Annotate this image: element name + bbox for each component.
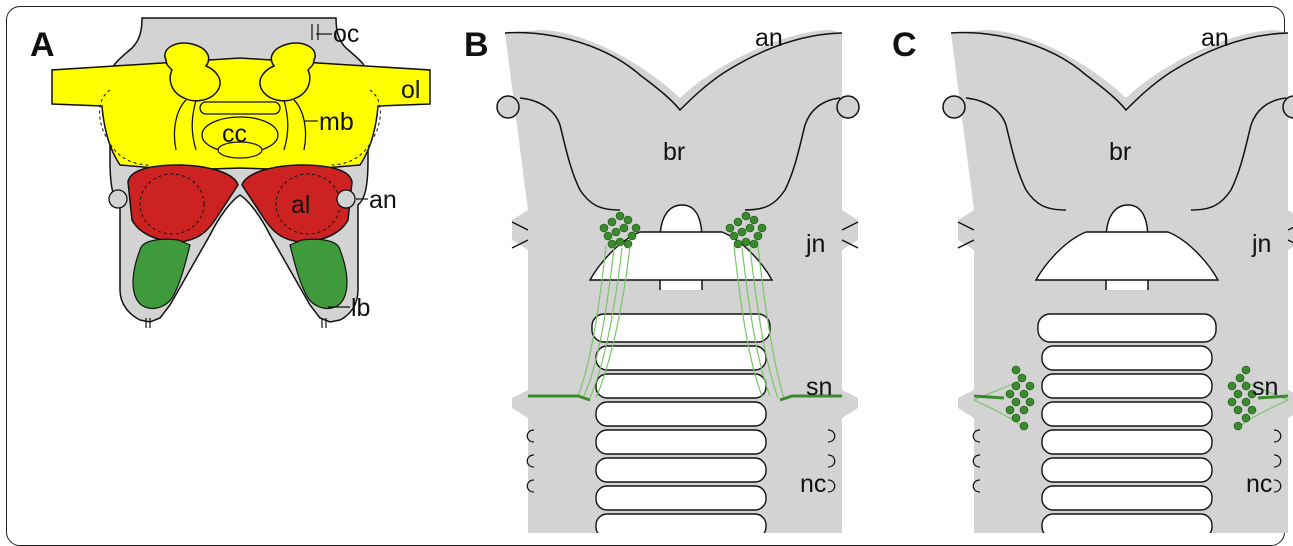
- panel-a-antenna-left: [109, 190, 127, 208]
- panel-a-green-lobe-left: [133, 239, 190, 308]
- panel-a-green-lobe-right: [290, 239, 347, 308]
- panel-c-label-jn: jn: [1251, 230, 1271, 258]
- panel-a-label-al: al: [291, 191, 310, 219]
- panel-b-label-sn: sn: [806, 373, 832, 401]
- panel-a: A oc ol mb cc al an lb: [30, 18, 430, 328]
- panel-b-letter: B: [464, 26, 489, 64]
- panel-b: B an br jn sn nc: [464, 24, 859, 533]
- panel-c-label-an: an: [1201, 24, 1229, 52]
- panel-b-segments: [590, 232, 772, 533]
- panel-c-letter: C: [892, 26, 917, 64]
- panel-a-label-ol: ol: [401, 76, 420, 104]
- panel-c-label-sn: sn: [1252, 373, 1278, 401]
- panel-b-label-jn: jn: [805, 230, 825, 258]
- panel-a-antenna-right: [337, 190, 355, 208]
- panel-a-letter: A: [30, 26, 55, 64]
- panel-b-label-br: br: [663, 138, 685, 166]
- panel-b-label-nc: nc: [800, 470, 826, 498]
- panel-a-label-cc: cc: [222, 120, 247, 148]
- panel-a-label-oc: oc: [333, 20, 359, 48]
- panel-a-antennal-lobe-left: [128, 165, 238, 242]
- panel-a-protocerebral-bridge: [200, 102, 280, 114]
- figure: A oc ol mb cc al an lb: [0, 0, 1293, 533]
- panel-c-segments: [1036, 232, 1218, 533]
- panel-a-label-an: an: [369, 186, 397, 214]
- panel-c-label-br: br: [1109, 138, 1131, 166]
- panel-c-label-nc: nc: [1246, 470, 1272, 498]
- figure-svg: A oc ol mb cc al an lb: [0, 0, 1293, 533]
- panel-a-label-lb: lb: [351, 294, 370, 322]
- panel-b-label-an: an: [755, 24, 783, 52]
- panel-a-label-mb: mb: [319, 108, 354, 136]
- panel-c: C an br jn sn nc: [892, 24, 1293, 533]
